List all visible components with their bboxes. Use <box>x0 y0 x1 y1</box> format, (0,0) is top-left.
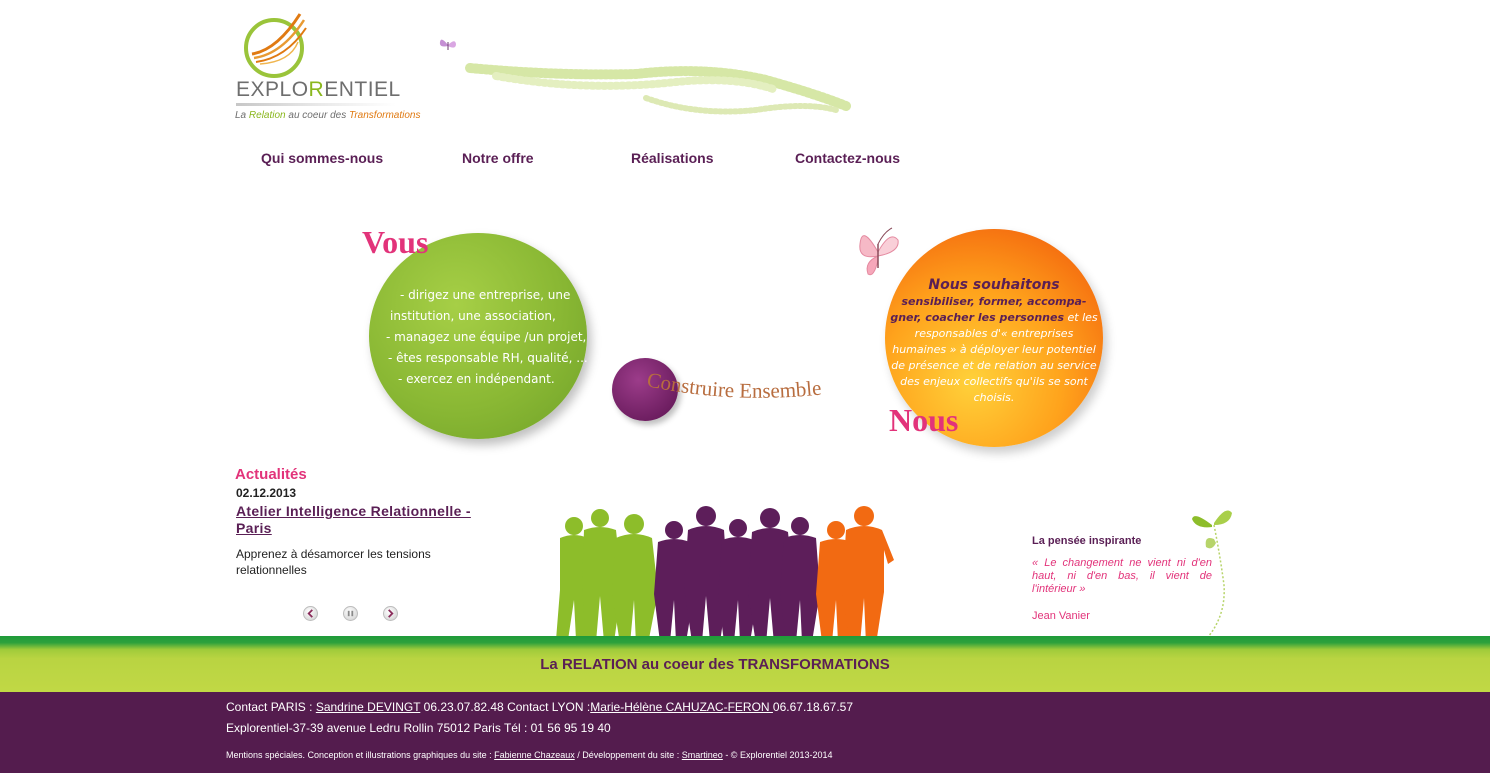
footer-credits: Mentions spéciales. Conception et illust… <box>226 750 833 760</box>
news-next-button[interactable] <box>383 606 398 621</box>
pause-icon <box>347 610 354 617</box>
quote-text: « Le changement ne vient ni d'en haut, n… <box>1032 557 1212 595</box>
quote-heading: La pensée inspirante <box>1032 535 1142 547</box>
nous-title: Nous souhaitons <box>928 277 1060 293</box>
news-heading: Actualités <box>235 466 307 483</box>
vous-list-item: - êtes responsable RH, qualité, ... <box>388 351 588 365</box>
slogan-band <box>0 636 1490 692</box>
designer-link[interactable]: Fabienne Chazeaux <box>494 750 575 760</box>
construire-circle <box>612 358 678 421</box>
quote-author: Jean Vanier <box>1032 610 1090 622</box>
contact-paris-link[interactable]: Sandrine DEVINGT <box>315 700 421 714</box>
logo-tagline: La Relation au coeur des Transformations <box>235 110 421 121</box>
nav-qui-sommes-nous[interactable]: Qui sommes-nous <box>261 150 384 166</box>
nav-contactez-nous[interactable]: Contactez-nous <box>795 150 900 166</box>
news-date: 02.12.2013 <box>236 486 297 500</box>
butterfly-icon <box>439 39 456 50</box>
butterfly-icon <box>859 227 899 276</box>
vous-list-item: - dirigez une entreprise, une <box>400 288 571 302</box>
nous-circle <box>885 229 1103 447</box>
vous-heading: Vous <box>362 224 429 260</box>
footer-contacts: Contact PARIS : Sandrine DEVINGT 06.23.0… <box>226 700 853 714</box>
news-description: Apprenez à désamorcer les tensions relat… <box>236 547 431 577</box>
vous-list: - dirigez une entreprise, une institutio… <box>376 285 588 390</box>
nous-text: Nous souhaitons sensibiliser, former, ac… <box>888 276 1100 406</box>
logo-emblem[interactable] <box>232 6 412 126</box>
next-icon <box>388 609 394 618</box>
developer-link[interactable]: Smartineo <box>681 750 723 760</box>
vous-circle <box>369 233 587 439</box>
footer-address: Explorentiel-37-39 avenue Ledru Rollin 7… <box>226 721 611 735</box>
nav-realisations[interactable]: Réalisations <box>631 150 714 166</box>
news-pause-button[interactable] <box>343 606 358 621</box>
nav-notre-offre[interactable]: Notre offre <box>462 150 534 166</box>
main-navigation: Qui sommes-nous Notre offre Réalisations… <box>0 150 1490 170</box>
news-previous-button[interactable] <box>303 606 318 621</box>
svg-text:Construire Ensemble: Construire Ensemble <box>645 367 822 402</box>
vous-list-item: institution, une association, <box>390 309 556 323</box>
vous-list-item: - exercez en indépendant. <box>398 372 555 386</box>
nous-body: sensibiliser, former, accompa-gner, coac… <box>890 295 1098 404</box>
people-silhouettes-illustration <box>556 506 894 644</box>
plant-sprout-icon <box>1192 510 1232 638</box>
vous-list-item: - managez une équipe /un projet, <box>386 330 587 344</box>
nous-heading: Nous <box>889 402 959 438</box>
previous-icon <box>307 609 313 618</box>
header-swirl-decoration <box>465 63 851 115</box>
logo-underline <box>236 103 396 106</box>
construire-ensemble-text: Construire Ensemble <box>645 367 822 402</box>
logo-wordmark[interactable]: EXPLORENTIEL <box>236 78 401 101</box>
footer <box>0 692 1490 773</box>
construire-ensemble-label: Construire Ensemble <box>645 367 822 402</box>
news-article-link[interactable]: Atelier Intelligence Relationnelle - Par… <box>236 503 471 536</box>
slogan-text: La RELATION au coeur des TRANSFORMATIONS <box>540 656 890 673</box>
contact-lyon-link[interactable]: Marie-Hélène CAHUZAC-FERON <box>590 700 773 714</box>
